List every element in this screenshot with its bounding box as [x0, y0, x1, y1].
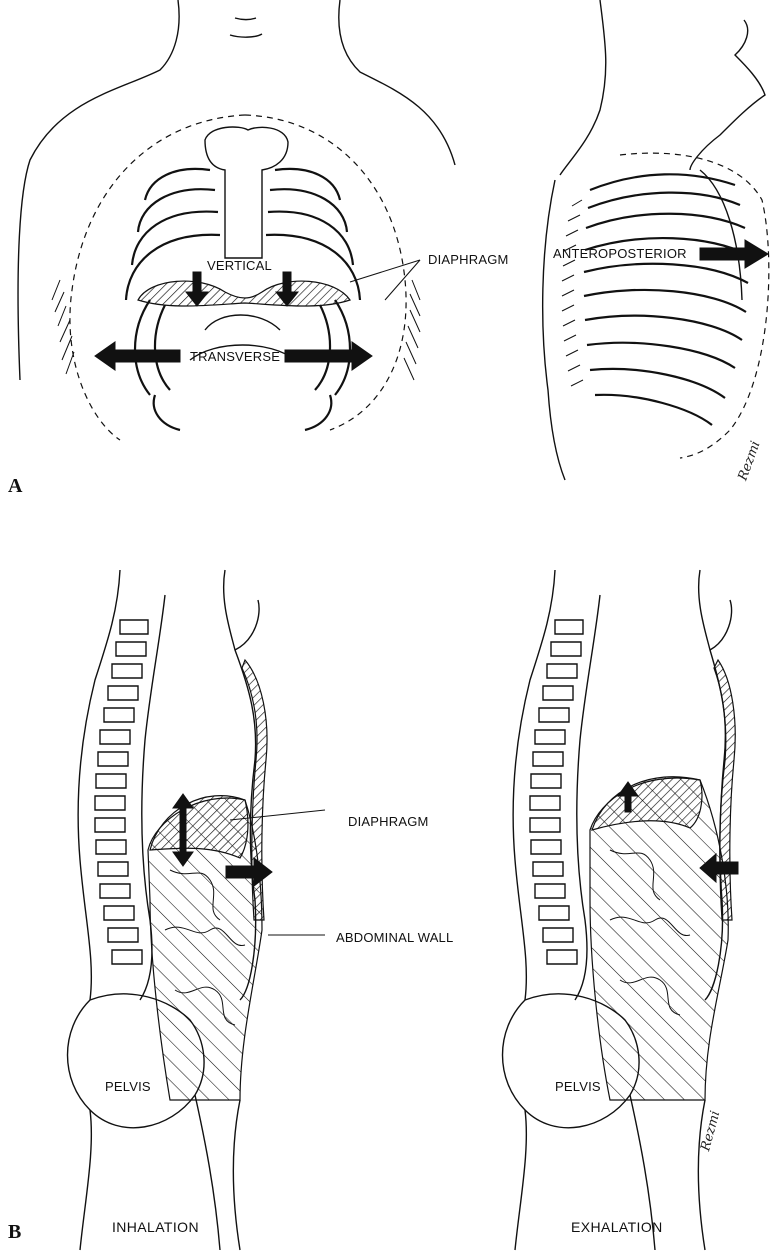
- spine-inhalation: [95, 620, 148, 964]
- signature-a: Rezmi: [735, 439, 763, 483]
- label-diaphragm-inhalation: DIAPHRAGM: [348, 814, 429, 829]
- panel-a-letter: A: [8, 475, 23, 497]
- label-diaphragm-front: DIAPHRAGM: [428, 252, 509, 267]
- label-vertical: VERTICAL: [207, 258, 272, 273]
- panel-b-letter: B: [8, 1221, 21, 1243]
- inhalation-torso: [68, 570, 326, 1250]
- caption-inhalation: INHALATION: [112, 1219, 199, 1235]
- label-transverse: TRANSVERSE: [190, 349, 280, 364]
- label-pelvis-inhalation: PELVIS: [105, 1079, 151, 1094]
- caption-exhalation: EXHALATION: [571, 1219, 663, 1235]
- arrow-icon: [700, 240, 768, 268]
- label-pelvis-exhalation: PELVIS: [555, 1079, 601, 1094]
- label-anteroposterior: ANTEROPOSTERIOR: [553, 246, 687, 261]
- spine-exhalation: [530, 620, 583, 964]
- side-view-chest: [543, 0, 769, 480]
- front-view-chest: [18, 0, 455, 440]
- label-abdominal-wall: ABDOMINAL WALL: [336, 930, 453, 945]
